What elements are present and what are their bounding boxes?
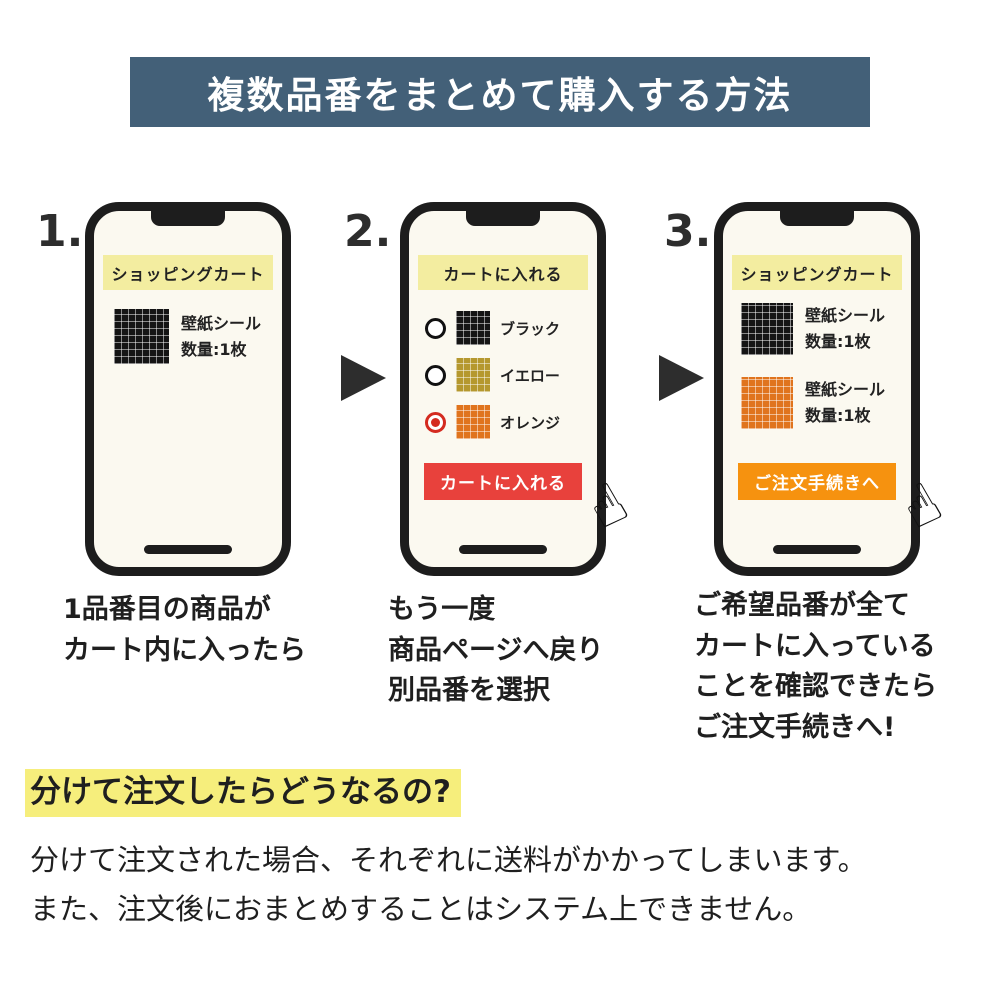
phone-mockup-step-1: ショッピングカート 壁紙シール 数量:1枚 bbox=[85, 202, 291, 576]
shopping-cart-banner: ショッピングカート bbox=[732, 255, 902, 290]
arrow-right-icon bbox=[659, 355, 704, 401]
item-quantity: 数量:1枚 bbox=[181, 339, 247, 359]
color-option-label: ブラック bbox=[500, 319, 561, 338]
hand-cursor-icon: ☝ bbox=[890, 469, 953, 544]
color-option-label: イエロー bbox=[500, 366, 560, 385]
step-2-number: 2. bbox=[344, 206, 392, 257]
item-name: 壁紙シール bbox=[805, 380, 886, 400]
phone-home-indicator bbox=[773, 545, 861, 554]
step-1-caption: 1品番目の商品が カート内に入ったら bbox=[63, 594, 306, 666]
black-tile-swatch-icon bbox=[114, 309, 169, 364]
color-option-black: ブラック bbox=[425, 311, 560, 345]
highlighted-heading-text: 分けて注文したらどうなるの? bbox=[25, 769, 461, 817]
item-quantity: 数量:1枚 bbox=[805, 332, 871, 351]
page-title: 複数品番をまとめて購入する方法 bbox=[130, 57, 870, 127]
phone-home-indicator bbox=[459, 545, 547, 554]
phone-notch bbox=[780, 211, 854, 226]
step-3-number: 3. bbox=[664, 206, 712, 257]
footer-note-text: 分けて注文された場合、それぞれに送料がかかってしまいます。 また、注文後におまと… bbox=[30, 843, 867, 927]
phone-mockup-step-2: カートに入れる ブラック イエロー オレンジ カートに入れる ☝ bbox=[400, 202, 639, 576]
radio-button-selected[interactable] bbox=[425, 411, 446, 433]
footer-heading: 分けて注文したらどうなるの? bbox=[25, 766, 461, 817]
phone-mockup-step-3: ショッピングカート 壁紙シール 数量:1枚 壁紙シール 数量:1枚 ご注文手続き… bbox=[714, 202, 953, 576]
phone-notch bbox=[466, 211, 540, 226]
step-1-number: 1. bbox=[36, 206, 84, 257]
step-3-caption: ご希望品番が全て カートに入っている ことを確認できたら ご注文手続きへ! bbox=[694, 590, 937, 743]
yellow-swatch-icon bbox=[456, 358, 490, 392]
black-tile-swatch-icon bbox=[741, 303, 793, 355]
phone-home-indicator bbox=[144, 545, 232, 554]
item-quantity: 数量:1枚 bbox=[805, 406, 871, 425]
color-option-label: オレンジ bbox=[500, 413, 561, 432]
add-to-cart-banner: カートに入れる bbox=[418, 255, 588, 290]
cart-item-text: 壁紙シール 数量:1枚 bbox=[181, 311, 261, 362]
step-2-caption: もう一度 商品ページへ戻り 別品番を選択 bbox=[388, 594, 604, 706]
cart-item: 壁紙シール 数量:1枚 bbox=[741, 303, 885, 355]
cart-item-text: 壁紙シール 数量:1枚 bbox=[805, 303, 885, 354]
cart-item: 壁紙シール 数量:1枚 bbox=[741, 377, 885, 429]
cart-item-text: 壁紙シール 数量:1枚 bbox=[805, 377, 885, 428]
add-to-cart-button[interactable]: カートに入れる bbox=[424, 463, 582, 500]
radio-button-unselected[interactable] bbox=[425, 364, 446, 386]
radio-button-unselected[interactable] bbox=[425, 317, 446, 339]
checkout-button[interactable]: ご注文手続きへ bbox=[738, 463, 896, 500]
item-name: 壁紙シール bbox=[181, 313, 262, 333]
hand-cursor-icon: ☝ bbox=[576, 469, 639, 544]
color-option-orange: オレンジ bbox=[425, 405, 560, 439]
orange-swatch-icon bbox=[456, 405, 490, 439]
cart-item: 壁紙シール 数量:1枚 bbox=[114, 309, 261, 364]
phone-notch bbox=[151, 211, 225, 226]
arrow-right-icon bbox=[341, 355, 386, 401]
item-name: 壁紙シール bbox=[805, 306, 886, 326]
shopping-cart-banner: ショッピングカート bbox=[103, 255, 273, 290]
color-option-yellow: イエロー bbox=[425, 358, 560, 392]
black-swatch-icon bbox=[456, 311, 490, 345]
orange-tile-swatch-icon bbox=[741, 377, 793, 429]
